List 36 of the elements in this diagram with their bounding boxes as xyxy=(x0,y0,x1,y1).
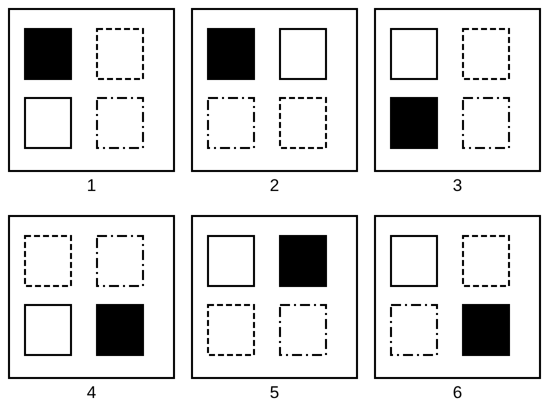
filled-square xyxy=(96,304,144,356)
filled-square xyxy=(207,28,255,80)
panel-frame xyxy=(374,215,541,379)
dashed-square xyxy=(462,28,510,80)
dashed-square xyxy=(207,304,255,356)
outlined-square xyxy=(24,304,72,356)
panel-number: 2 xyxy=(268,177,280,195)
dash-dot-square xyxy=(96,235,144,287)
dash-dot-square xyxy=(96,97,144,149)
filled-square xyxy=(462,304,510,356)
dash-dot-square xyxy=(207,97,255,149)
panel-number: 5 xyxy=(268,384,280,402)
dash-dot-square xyxy=(462,97,510,149)
filled-square xyxy=(24,28,72,80)
panel-number: 1 xyxy=(86,177,98,195)
panel-number: 4 xyxy=(86,384,98,402)
dashed-square xyxy=(96,28,144,80)
panel-frame xyxy=(374,8,541,172)
dashed-square xyxy=(462,235,510,287)
filled-square xyxy=(279,235,327,287)
dashed-square xyxy=(24,235,72,287)
dashed-square xyxy=(279,97,327,149)
panel-frame xyxy=(8,215,175,379)
panel-frame xyxy=(8,8,175,172)
panel-number: 6 xyxy=(452,384,464,402)
dash-dot-square xyxy=(390,304,438,356)
filled-square xyxy=(390,97,438,149)
outlined-square xyxy=(279,28,327,80)
outlined-square xyxy=(207,235,255,287)
outlined-square xyxy=(390,28,438,80)
dash-dot-square xyxy=(279,304,327,356)
panel-number: 3 xyxy=(452,177,464,195)
panel-frame xyxy=(191,8,358,172)
panel-frame xyxy=(191,215,358,379)
outlined-square xyxy=(24,97,72,149)
outlined-square xyxy=(390,235,438,287)
